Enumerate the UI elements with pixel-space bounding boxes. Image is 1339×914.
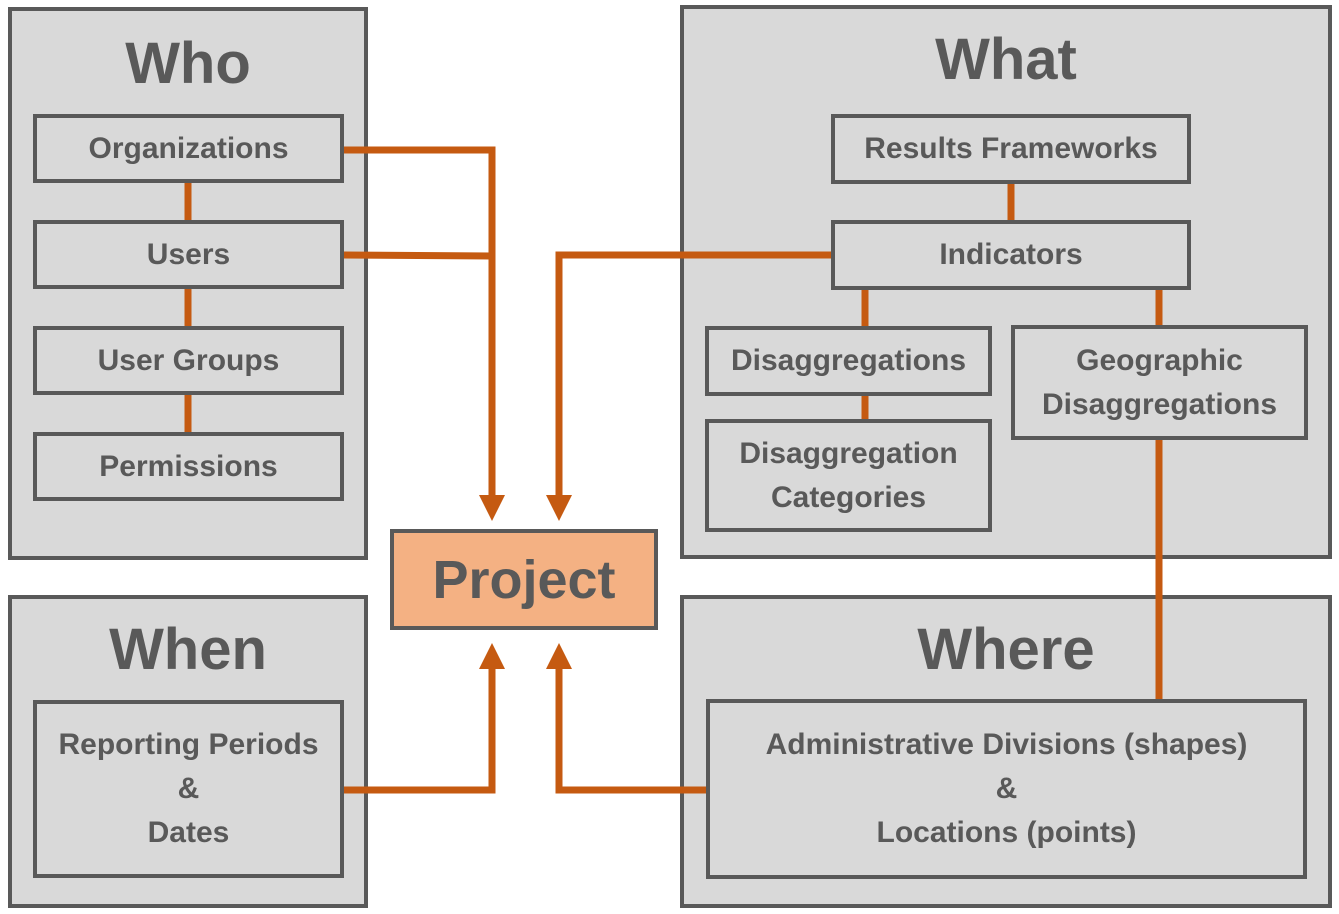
connector-indicators-project	[555, 251, 831, 497]
geographic-disaggregations-line-2: Disaggregations	[1041, 387, 1278, 421]
permissions-label: Permissions	[99, 449, 278, 483]
arrowhead-when-project	[479, 643, 505, 669]
users-label: Users	[146, 237, 231, 271]
indicators-box: Indicators	[831, 220, 1191, 290]
arrowhead-where-project	[546, 643, 572, 669]
administrative-divisions-box: Administrative Divisions (shapes) & Loca…	[706, 699, 1307, 879]
arrowhead-what-project	[546, 495, 572, 521]
users-box: Users	[33, 220, 344, 289]
geographic-disaggregations-line-1: Geographic	[1076, 343, 1243, 377]
organizations-label: Organizations	[88, 131, 289, 165]
project-box: Project	[390, 529, 658, 630]
organizations-box: Organizations	[33, 114, 344, 183]
connector-organizations-project	[344, 146, 496, 497]
indicators-label: Indicators	[939, 238, 1083, 271]
when-title: When	[109, 617, 267, 682]
results-frameworks-label: Results Frameworks	[864, 132, 1158, 165]
reporting-periods-line-2: &	[177, 772, 200, 805]
disaggregations-label: Disaggregations	[730, 344, 967, 377]
disaggregation-categories-box: Disaggregation Categories	[705, 419, 992, 532]
disaggregation-categories-line-2: Categories	[770, 480, 927, 514]
where-title: Where	[917, 617, 1095, 682]
user-groups-label: User Groups	[97, 343, 280, 377]
connector-when-project	[344, 665, 496, 794]
reporting-periods-line-1: Reporting Periods	[58, 728, 319, 761]
user-groups-box: User Groups	[33, 326, 344, 395]
administrative-divisions-line-1: Administrative Divisions (shapes)	[765, 728, 1248, 761]
reporting-periods-box: Reporting Periods & Dates	[33, 700, 344, 878]
disaggregation-categories-line-1: Disaggregation	[739, 436, 958, 470]
geographic-disaggregations-box: Geographic Disaggregations	[1011, 325, 1308, 440]
disaggregations-box: Disaggregations	[705, 326, 992, 396]
what-title: What	[935, 27, 1077, 92]
permissions-box: Permissions	[33, 432, 344, 501]
administrative-divisions-line-2: &	[995, 772, 1018, 805]
connector-where-project	[555, 665, 706, 794]
administrative-divisions-line-3: Locations (points)	[876, 816, 1137, 849]
project-label: Project	[432, 549, 616, 610]
who-title: Who	[125, 31, 251, 96]
connector-users-project	[343, 251, 493, 260]
results-frameworks-box: Results Frameworks	[831, 114, 1191, 184]
reporting-periods-line-3: Dates	[147, 816, 230, 849]
arrowhead-who-project	[479, 495, 505, 521]
